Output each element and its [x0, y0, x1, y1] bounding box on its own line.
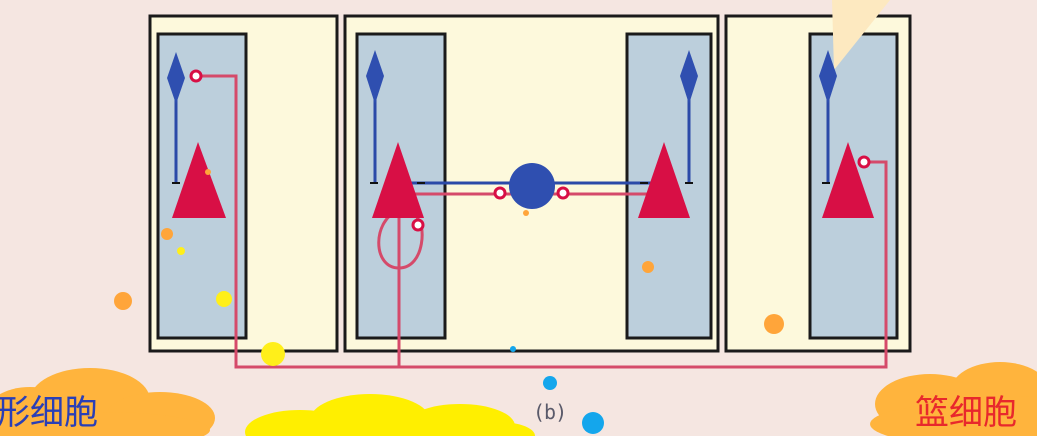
cloud-label-left: 形细胞 [0, 396, 98, 430]
cloud-middle [245, 394, 535, 436]
interneuron-icon [509, 163, 555, 209]
cloud-label-right: 篮细胞 [915, 396, 1017, 430]
panel-letter: (b) [533, 400, 566, 424]
